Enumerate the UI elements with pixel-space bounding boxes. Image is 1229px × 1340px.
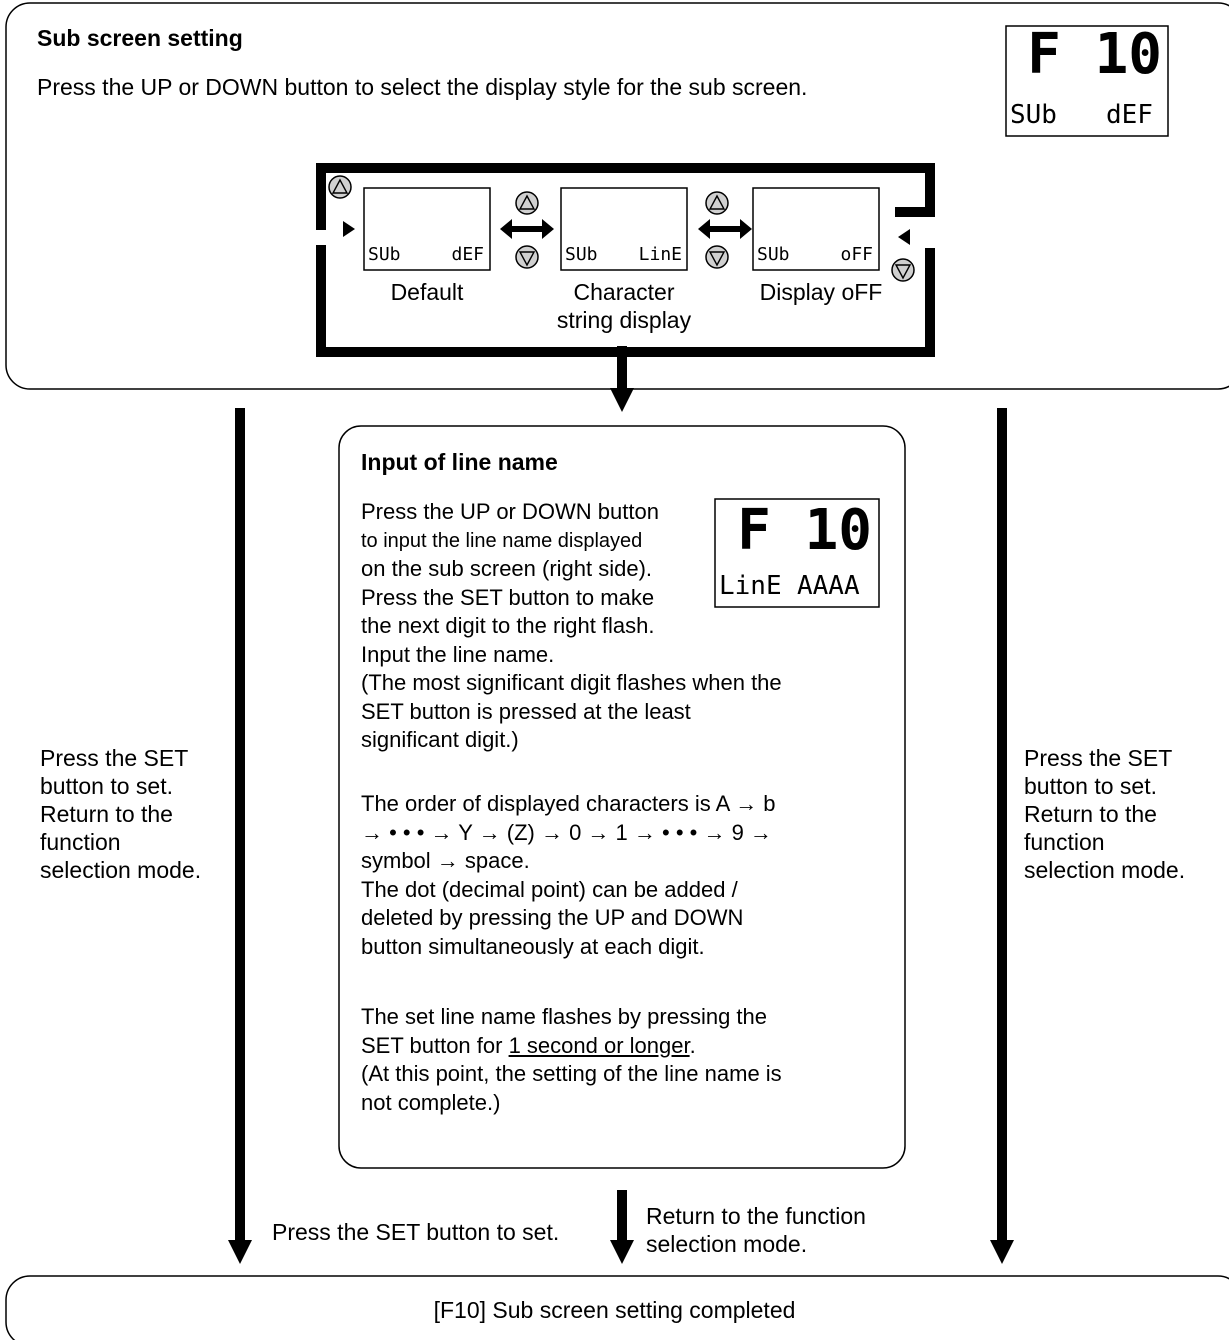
- option-double-arrows: [500, 219, 752, 239]
- para-line: not complete.): [361, 1089, 501, 1115]
- note-line: function: [40, 829, 121, 855]
- right-side-note: Press the SET button to set. Return to t…: [1024, 744, 1185, 884]
- para-line: (The most significant digit flashes when…: [361, 670, 782, 695]
- input-para-3: The set line name flashes by pressing th…: [361, 1003, 782, 1117]
- down-arrow-to-input: [610, 346, 634, 412]
- note-line: selection mode.: [1024, 857, 1186, 883]
- up-button-icon: [328, 175, 352, 199]
- para-line: Press the UP or DOWN button: [361, 499, 659, 524]
- right-long-arrow: [990, 408, 1014, 1264]
- option-lcd-left: SUb: [757, 244, 790, 265]
- input-lcd-sub-left: LinE: [719, 571, 782, 601]
- completion-panel: [5, 1275, 1229, 1340]
- para-text: SET button for: [361, 1032, 509, 1058]
- para-line: significant digit.): [361, 727, 519, 752]
- note-line: selection mode.: [40, 857, 202, 883]
- input-line-name-panel: [338, 425, 906, 1169]
- para-line: → • • • → Y → (Z) → 0 → 1 → • • • → 9 →: [361, 819, 772, 845]
- input-para-2: The order of displayed characters is A →…: [361, 790, 776, 961]
- loop-arrowheads: [343, 221, 910, 245]
- option-lcd-left: SUb: [368, 244, 401, 265]
- header-lcd-main: F 10: [1027, 22, 1162, 87]
- underlined-duration: 1 second or longer: [508, 1032, 690, 1058]
- option-lcd-default: [363, 187, 491, 271]
- para-line: Input the line name.: [361, 641, 555, 667]
- input-line-name-title: Input of line name: [361, 449, 558, 475]
- option-lcd-right: LinE: [638, 244, 682, 265]
- note-line: Return to the: [40, 801, 173, 827]
- note-line: button to set.: [40, 773, 173, 799]
- option-lcd-line: [560, 187, 688, 271]
- para-line: Press the SET button to make: [361, 584, 655, 610]
- note-line: selection mode.: [646, 1231, 808, 1257]
- option-lcd-off: [752, 187, 880, 271]
- note-line: Press the SET: [1024, 745, 1173, 771]
- para-line: symbol → space.: [361, 848, 530, 873]
- down-arrow-from-input: [610, 1190, 634, 1264]
- option-label-character: Character: [573, 279, 675, 305]
- sub-screen-title: Sub screen setting: [37, 25, 243, 51]
- note-line: function: [1024, 829, 1105, 855]
- header-lcd-sub-left: SUb: [1010, 100, 1057, 130]
- bottom-return-note: Return to the function selection mode.: [646, 1202, 866, 1258]
- option-lcd-left: SUb: [565, 244, 598, 265]
- down-button-icon: [705, 245, 729, 269]
- note-line: Return to the: [1024, 801, 1157, 827]
- note-line: Return to the function: [646, 1203, 866, 1229]
- para-line: to input the line name displayed: [361, 529, 643, 552]
- up-button-icon: [705, 191, 729, 215]
- header-lcd-sub-right: dEF: [1106, 100, 1153, 130]
- option-label-default: Default: [390, 279, 464, 305]
- para-line: SET button for 1 second or longer.: [361, 1032, 782, 1061]
- para-line: The set line name flashes by pressing th…: [361, 1004, 768, 1029]
- up-button-icon: [515, 191, 539, 215]
- para-line: the next digit to the right flash.: [361, 613, 655, 638]
- left-side-note: Press the SET button to set. Return to t…: [40, 744, 201, 884]
- left-long-arrow: [228, 408, 252, 1264]
- down-button-icon: [891, 258, 915, 282]
- option-lcd-right: dEF: [451, 244, 484, 265]
- para-line: The dot (decimal point) can be added /: [361, 876, 738, 902]
- header-lcd-display: [1005, 25, 1169, 137]
- note-line: Press the SET: [40, 745, 189, 771]
- para-line: deleted by pressing the UP and DOWN: [361, 905, 744, 930]
- para-line: SET button is pressed at the least: [361, 698, 691, 724]
- bottom-set-note: Press the SET button to set.: [272, 1219, 560, 1245]
- para-line: (At this point, the setting of the line …: [361, 1061, 782, 1086]
- input-para-1: Press the UP or DOWN button to input the…: [361, 498, 782, 755]
- para-line: on the sub screen (right side).: [361, 556, 653, 581]
- para-text: .: [689, 1032, 696, 1058]
- completion-label: [F10] Sub screen setting completed: [433, 1297, 796, 1323]
- para-line: The order of displayed characters is A →…: [361, 791, 776, 816]
- sub-screen-instruction: Press the UP or DOWN button to select th…: [37, 74, 808, 100]
- para-line: button simultaneously at each digit.: [361, 933, 705, 959]
- input-lcd-main: F 10: [737, 498, 872, 563]
- option-label-character-line2: string display: [556, 307, 692, 333]
- option-lcd-right: oFF: [840, 244, 873, 265]
- input-lcd-sub-right: AAAA: [797, 571, 860, 601]
- input-lcd-display: [714, 498, 880, 608]
- option-label-display-off: Display oFF: [759, 279, 883, 305]
- down-button-icon: [515, 245, 539, 269]
- note-line: button to set.: [1024, 773, 1157, 799]
